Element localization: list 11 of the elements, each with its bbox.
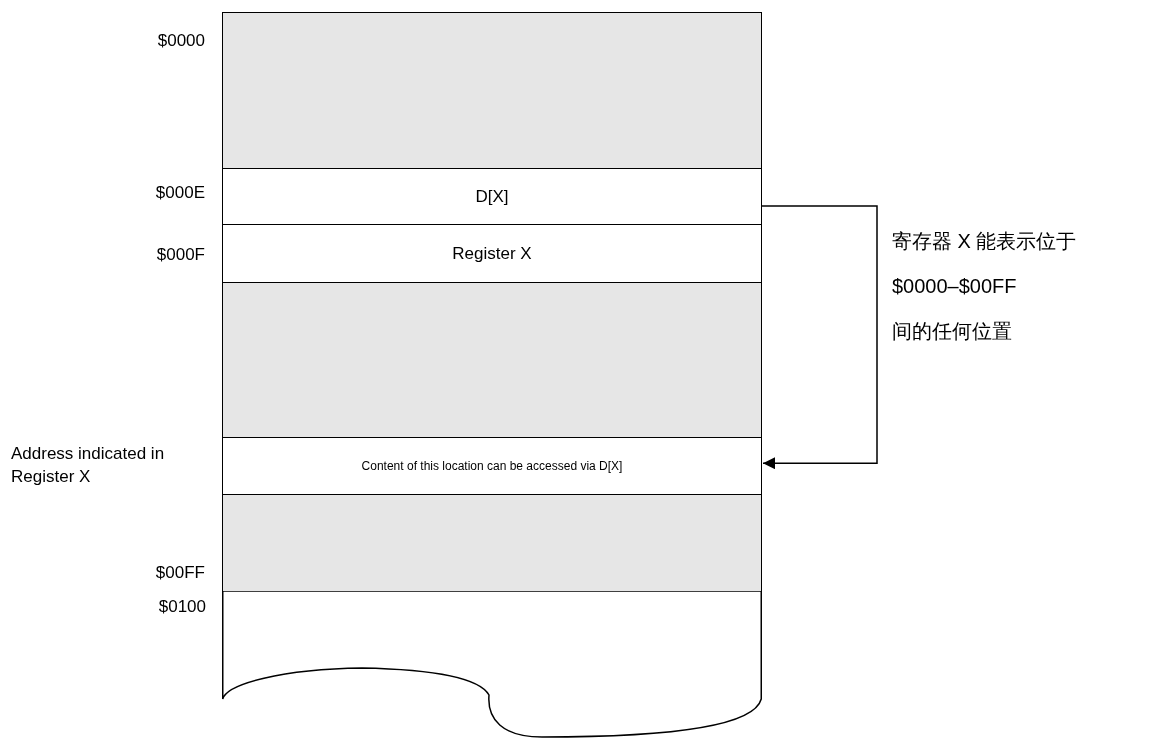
- row-label: D[X]: [475, 186, 509, 207]
- memory-row: [222, 282, 762, 437]
- address-label: $000E: [155, 183, 205, 203]
- address-label: $0100: [158, 597, 206, 617]
- address-label: $0000: [157, 31, 205, 51]
- arrow: [761, 205, 878, 470]
- address-label: $000F: [156, 245, 205, 265]
- row-label: Register X: [452, 243, 532, 264]
- address-label: $00FF: [155, 563, 205, 583]
- address-label: Address indicated in Register X: [11, 443, 166, 488]
- row-label: Content of this location can be accessed via D[X]: [361, 459, 623, 473]
